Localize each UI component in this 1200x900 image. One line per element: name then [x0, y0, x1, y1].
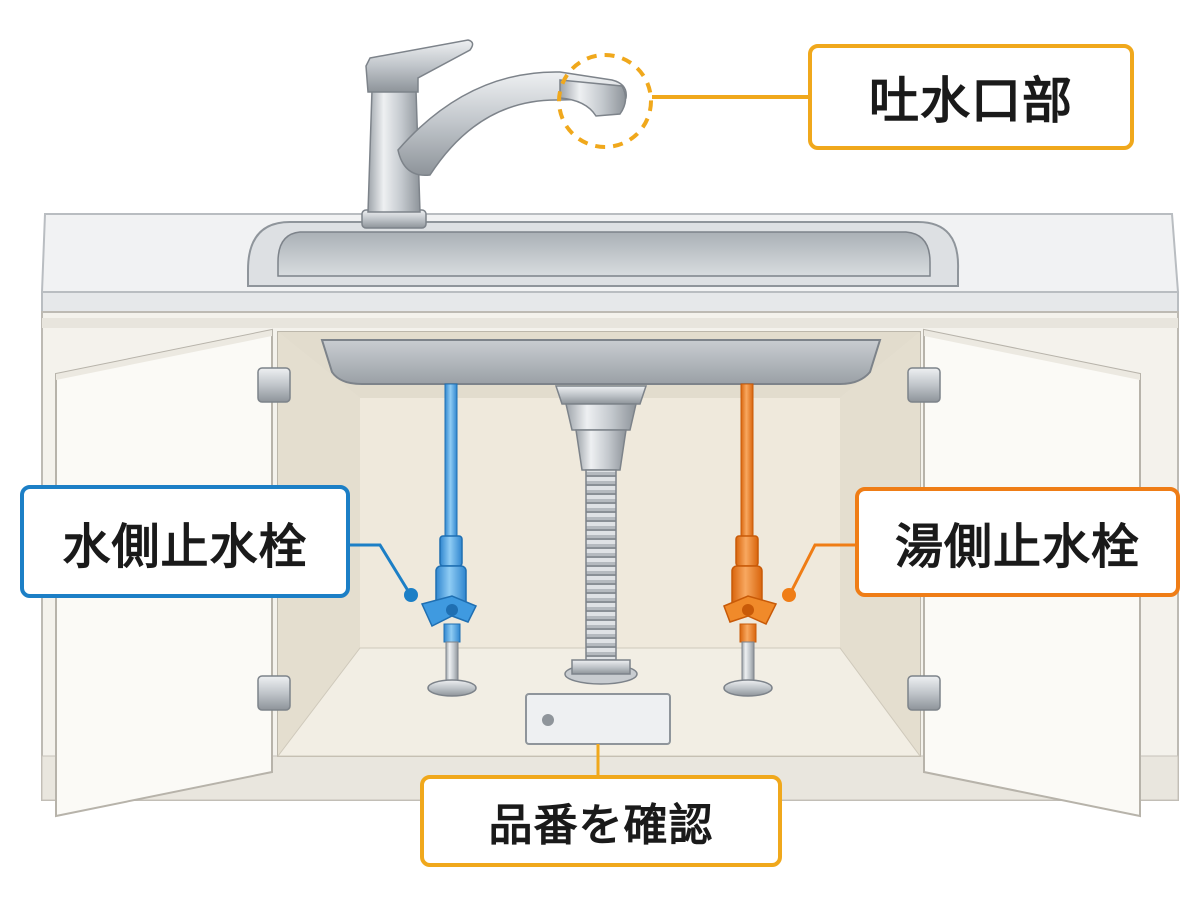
hot-water-valve [723, 383, 778, 697]
model-number-plate [525, 693, 671, 745]
cold-valve-label: 水側止水栓 [20, 485, 350, 598]
faucet [361, 39, 627, 229]
spout-highlight [557, 53, 808, 149]
sink-basin [247, 221, 960, 287]
hot-valve-leader [782, 543, 855, 602]
cold-valve-leader [350, 543, 418, 602]
sink-bowl-underside [320, 339, 882, 385]
drain-pipe [554, 385, 648, 685]
cold-water-valve [420, 383, 478, 697]
model-number-label: 品番を確認 [420, 775, 782, 867]
hot-valve-label: 湯側止水栓 [855, 487, 1180, 597]
spout-label: 吐水口部 [808, 44, 1134, 150]
